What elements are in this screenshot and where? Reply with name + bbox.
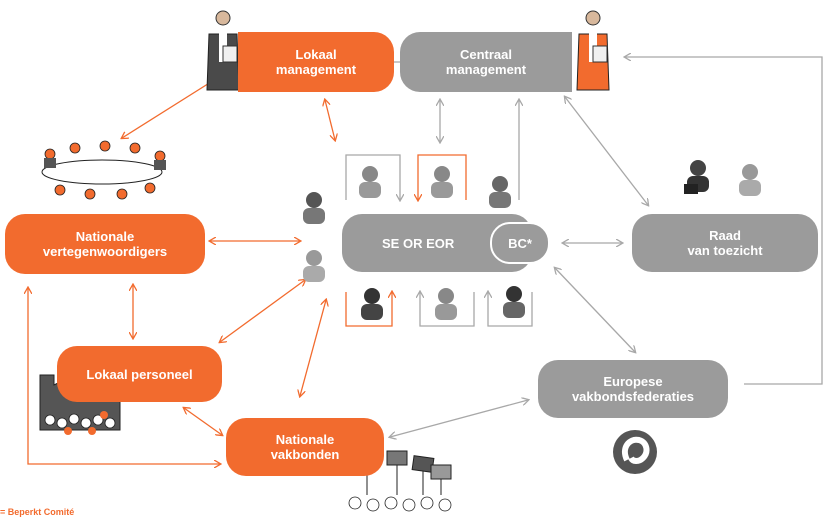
manager-figure-icon [206,10,240,91]
nationale-vakbonden-box[interactable]: Nationale vakbonden [226,418,384,476]
centraal-management-box[interactable]: Centraal management [400,32,572,92]
nationale-vertegenwoordigers-box[interactable]: Nationale vertegenwoordigers [5,214,205,274]
federation-logo-icon [613,430,657,474]
worker-avatars [303,160,761,320]
lokaal-personeel-box[interactable]: Lokaal personeel [57,346,222,402]
europese-vakbondsfederaties-box[interactable]: Europese vakbondsfederaties [538,360,728,418]
bc-box[interactable]: BC* [490,222,550,264]
raad-van-toezicht-box[interactable]: Raad van toezicht [632,214,818,272]
footnote: = Beperkt Comité [0,507,75,517]
lokaal-management-box[interactable]: Lokaal management [238,32,394,92]
grey-connectors [345,57,823,437]
manager-figure-icon [576,10,610,91]
meeting-table-icon [41,140,166,200]
